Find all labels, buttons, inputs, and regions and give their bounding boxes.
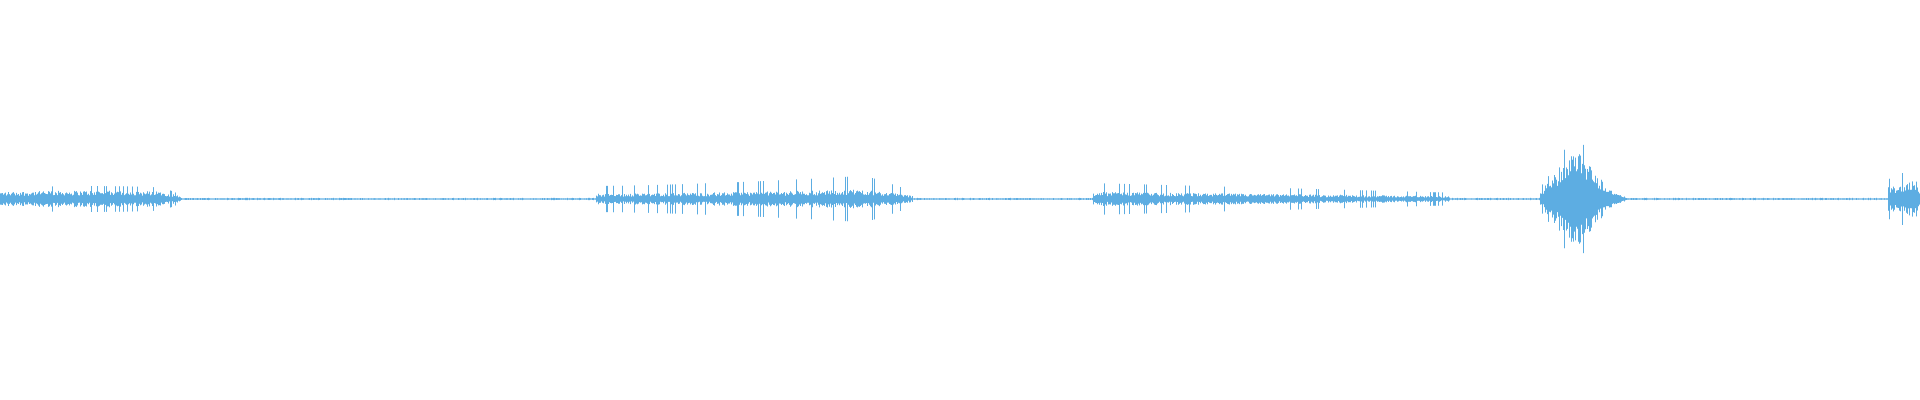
waveform-samples — [0, 144, 1920, 254]
